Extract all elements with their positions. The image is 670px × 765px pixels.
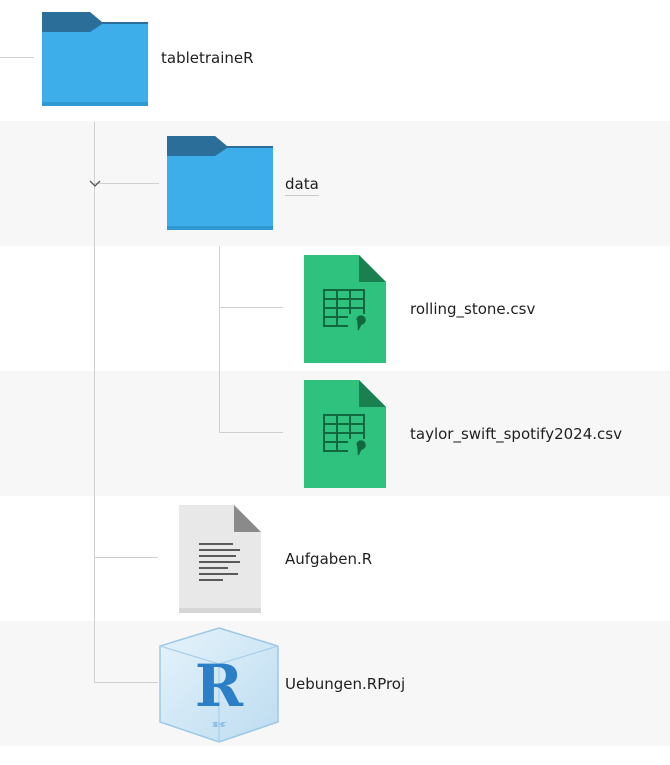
chevron-down-icon[interactable] (88, 179, 102, 189)
file-label-taylor-swift[interactable]: taylor_swift_spotify2024.csv (410, 425, 622, 443)
tree-connector (94, 122, 95, 683)
folder-label-data[interactable]: data (285, 174, 319, 196)
tree-row-uebungen[interactable] (0, 621, 670, 746)
csv-file-icon[interactable] (303, 379, 387, 489)
tree-connector (94, 557, 158, 558)
tree-connector (94, 183, 159, 184)
tree-connector (94, 682, 158, 683)
folder-icon[interactable] (40, 10, 150, 108)
folder-icon[interactable] (165, 134, 275, 232)
file-label-rolling-stone[interactable]: rolling_stone.csv (410, 300, 536, 318)
file-label-uebungen[interactable]: Uebungen.RProj (285, 675, 406, 693)
tree-connector (219, 246, 220, 432)
tree-connector (219, 307, 283, 308)
svg-text:R: R (195, 652, 244, 720)
folder-label-root[interactable]: tabletraineR (161, 49, 254, 67)
tree-connector (219, 432, 283, 433)
svg-text:R: R (211, 720, 229, 727)
text-file-icon[interactable] (178, 504, 262, 614)
rproj-icon[interactable]: R R (158, 626, 280, 744)
csv-file-icon[interactable] (303, 254, 387, 364)
file-label-aufgaben[interactable]: Aufgaben.R (285, 550, 373, 568)
tree-connector (0, 57, 34, 58)
